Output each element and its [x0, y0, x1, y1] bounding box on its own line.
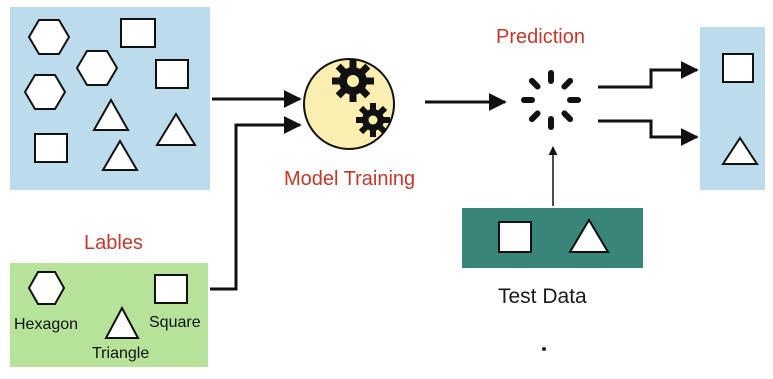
square-icon	[34, 133, 68, 163]
hexagon-label: Hexagon	[14, 316, 79, 333]
square-icon	[498, 221, 532, 253]
hexagon-icon	[27, 271, 66, 305]
arrow-icon	[210, 116, 302, 291]
square-icon	[154, 274, 188, 304]
hexagon-icon	[23, 74, 67, 110]
test-data-panel	[462, 208, 643, 268]
loading-spinner-icon	[521, 70, 581, 130]
triangle-icon	[155, 112, 197, 146]
square-icon	[120, 18, 156, 48]
gear-icon	[332, 60, 374, 102]
label-shapes	[27, 271, 188, 339]
triangle-icon	[101, 139, 139, 171]
training-shapes	[23, 18, 197, 171]
test-data-label: Test Data	[498, 285, 587, 308]
model-training-label: Model Training	[284, 168, 416, 190]
triangle-label: Triangle	[92, 345, 150, 362]
triangle-icon	[104, 305, 140, 339]
triangle-icon	[92, 97, 130, 131]
output-panel	[700, 27, 765, 190]
square-icon	[155, 59, 189, 89]
hexagon-icon	[75, 50, 119, 86]
prediction-label: Prediction	[496, 26, 585, 48]
triangle-icon	[568, 218, 610, 253]
hexagon-icon	[27, 19, 71, 55]
square-label: Square	[149, 314, 201, 331]
triangle-icon	[721, 136, 759, 165]
square-icon	[722, 53, 754, 83]
stray-dot	[542, 347, 546, 351]
lables-label: Lables	[84, 232, 143, 254]
arrow-icon	[598, 61, 699, 89]
arrow-icon	[598, 119, 699, 146]
gear-icon	[356, 103, 390, 137]
